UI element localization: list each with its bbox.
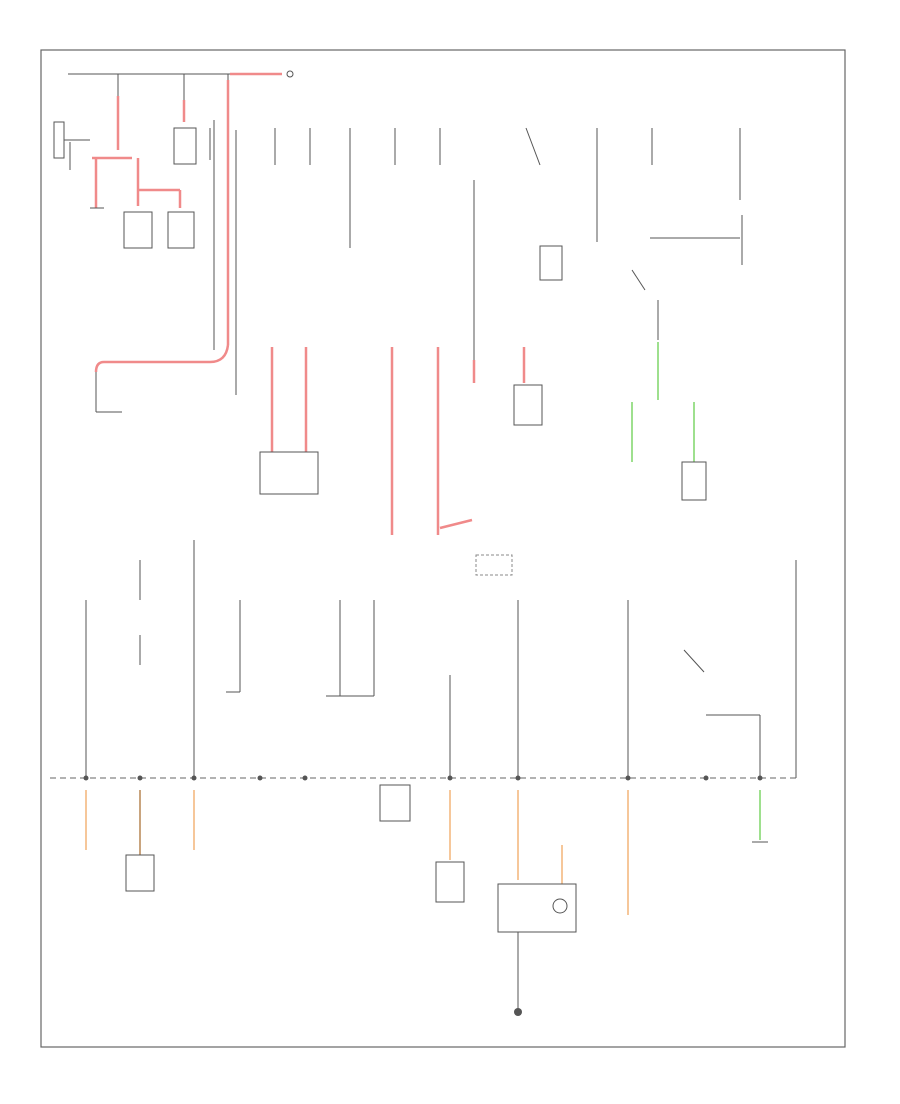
main-harness (94, 120, 543, 576)
middle-fuses (85, 540, 797, 778)
ground-bus (50, 775, 796, 781)
fuse-row-top (235, 127, 741, 375)
battery-bus (68, 70, 294, 150)
lower-loads (85, 784, 768, 1016)
starter-group (53, 121, 211, 249)
diagram-frame (40, 49, 846, 1048)
right-upper-components (539, 215, 743, 501)
